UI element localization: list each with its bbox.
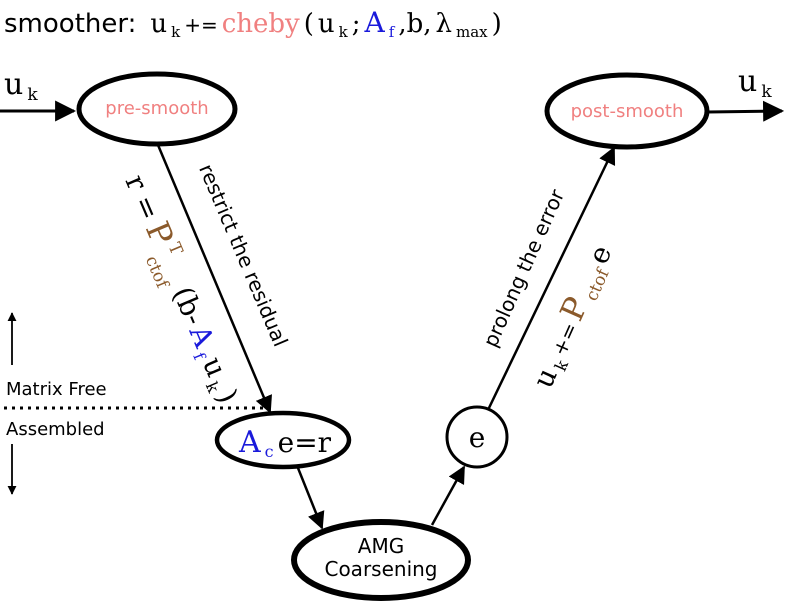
coarse-to-amg-edge	[296, 467, 325, 530]
coarse-solve-node	[214, 410, 352, 470]
amg-label-line2: Coarsening	[324, 557, 437, 581]
error-node	[445, 405, 509, 469]
output-arrow	[707, 100, 785, 122]
input-uk-label: u k	[4, 67, 38, 105]
post-smooth-node	[544, 72, 710, 150]
error-label: e	[469, 421, 486, 454]
prolong-edge	[486, 146, 616, 411]
amg-label-line1: AMG	[358, 534, 404, 558]
amg-to-error-edge	[430, 465, 466, 526]
matrix-free-label: Matrix Free	[6, 379, 107, 400]
pre-smooth-node	[76, 71, 238, 147]
restrict-edge	[156, 144, 272, 414]
output-uk-label: u k	[738, 64, 772, 102]
post-smooth-label: post-smooth	[571, 101, 684, 122]
pre-smooth-label: pre-smooth	[105, 98, 208, 119]
coarse-solve-label: A c e=r	[238, 425, 332, 461]
smoother-title: smoother: u k += cheby ( u k ; A f ,b, λ…	[4, 6, 502, 41]
amg-coarsening-node	[291, 519, 471, 601]
assembled-label: Assembled	[6, 419, 105, 440]
